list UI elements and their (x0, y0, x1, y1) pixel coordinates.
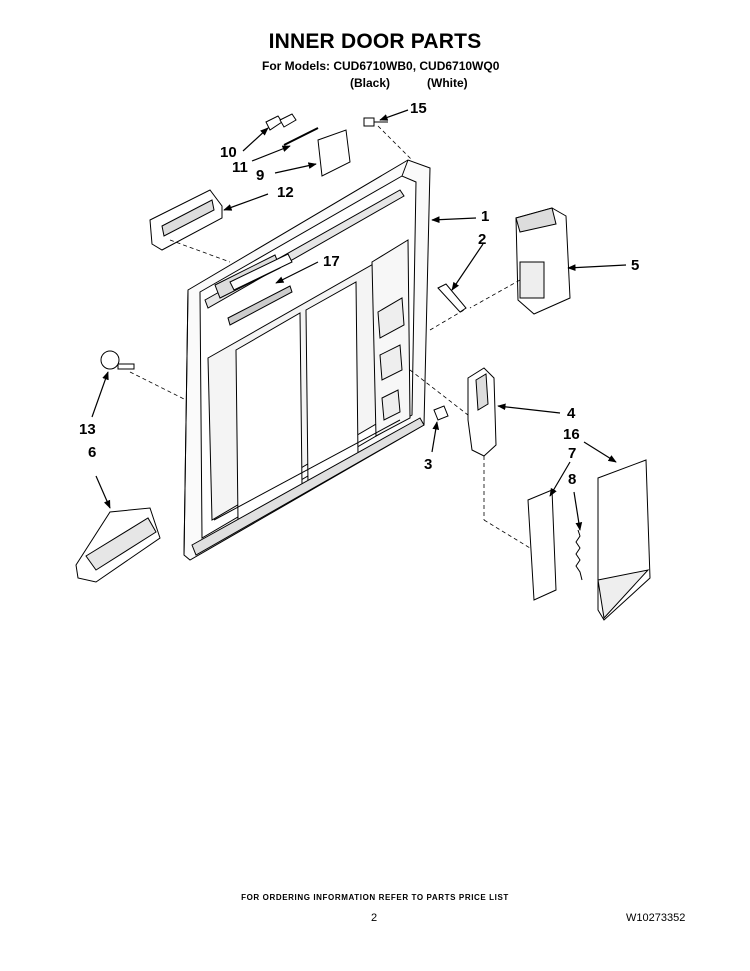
callout-16: 16 (563, 426, 580, 443)
screw (363, 117, 388, 127)
ordering-note: FOR ORDERING INFORMATION REFER TO PARTS … (241, 893, 509, 902)
page-title: INNER DOOR PARTS (268, 30, 482, 53)
callout-13: 13 (79, 421, 96, 438)
door-latch (515, 207, 571, 315)
callout-12: 12 (277, 184, 294, 201)
callout-1: 1 (481, 208, 490, 225)
assembly-lines (129, 125, 531, 549)
latch-arm (467, 367, 497, 457)
slide-bracket (527, 489, 557, 601)
trim-strip (229, 253, 293, 291)
side-panel (597, 459, 651, 621)
variant-black-label: (Black) (350, 76, 391, 90)
spring (575, 529, 583, 581)
callout-3: 3 (424, 456, 433, 473)
door-knob (100, 350, 135, 370)
callout-9: 9 (256, 167, 265, 184)
document-number: W10273352 (626, 912, 686, 924)
callout-7: 7 (568, 445, 577, 462)
callout-2: 2 (478, 231, 487, 248)
nut (433, 405, 449, 421)
callout-10: 10 (220, 144, 237, 161)
callout-arrows (91, 109, 627, 531)
door-handle-bracket (149, 189, 223, 251)
models-subtitle: For Models: CUD6710WB0, CUD6710WQ0 (262, 59, 500, 73)
vent-cover (317, 129, 351, 177)
callout-4: 4 (567, 405, 576, 422)
latch-lever (437, 283, 467, 313)
page-number: 2 (371, 912, 378, 924)
callout-5: 5 (631, 257, 640, 274)
end-cap (75, 507, 161, 583)
callout-17: 17 (323, 253, 340, 270)
hinge-clips (265, 113, 319, 146)
variant-white-label: (White) (427, 76, 468, 90)
callout-15: 15 (410, 100, 427, 117)
callout-8: 8 (568, 471, 577, 488)
inner-door-panel (183, 159, 431, 561)
callout-11: 11 (232, 159, 248, 176)
callout-6: 6 (88, 444, 97, 461)
